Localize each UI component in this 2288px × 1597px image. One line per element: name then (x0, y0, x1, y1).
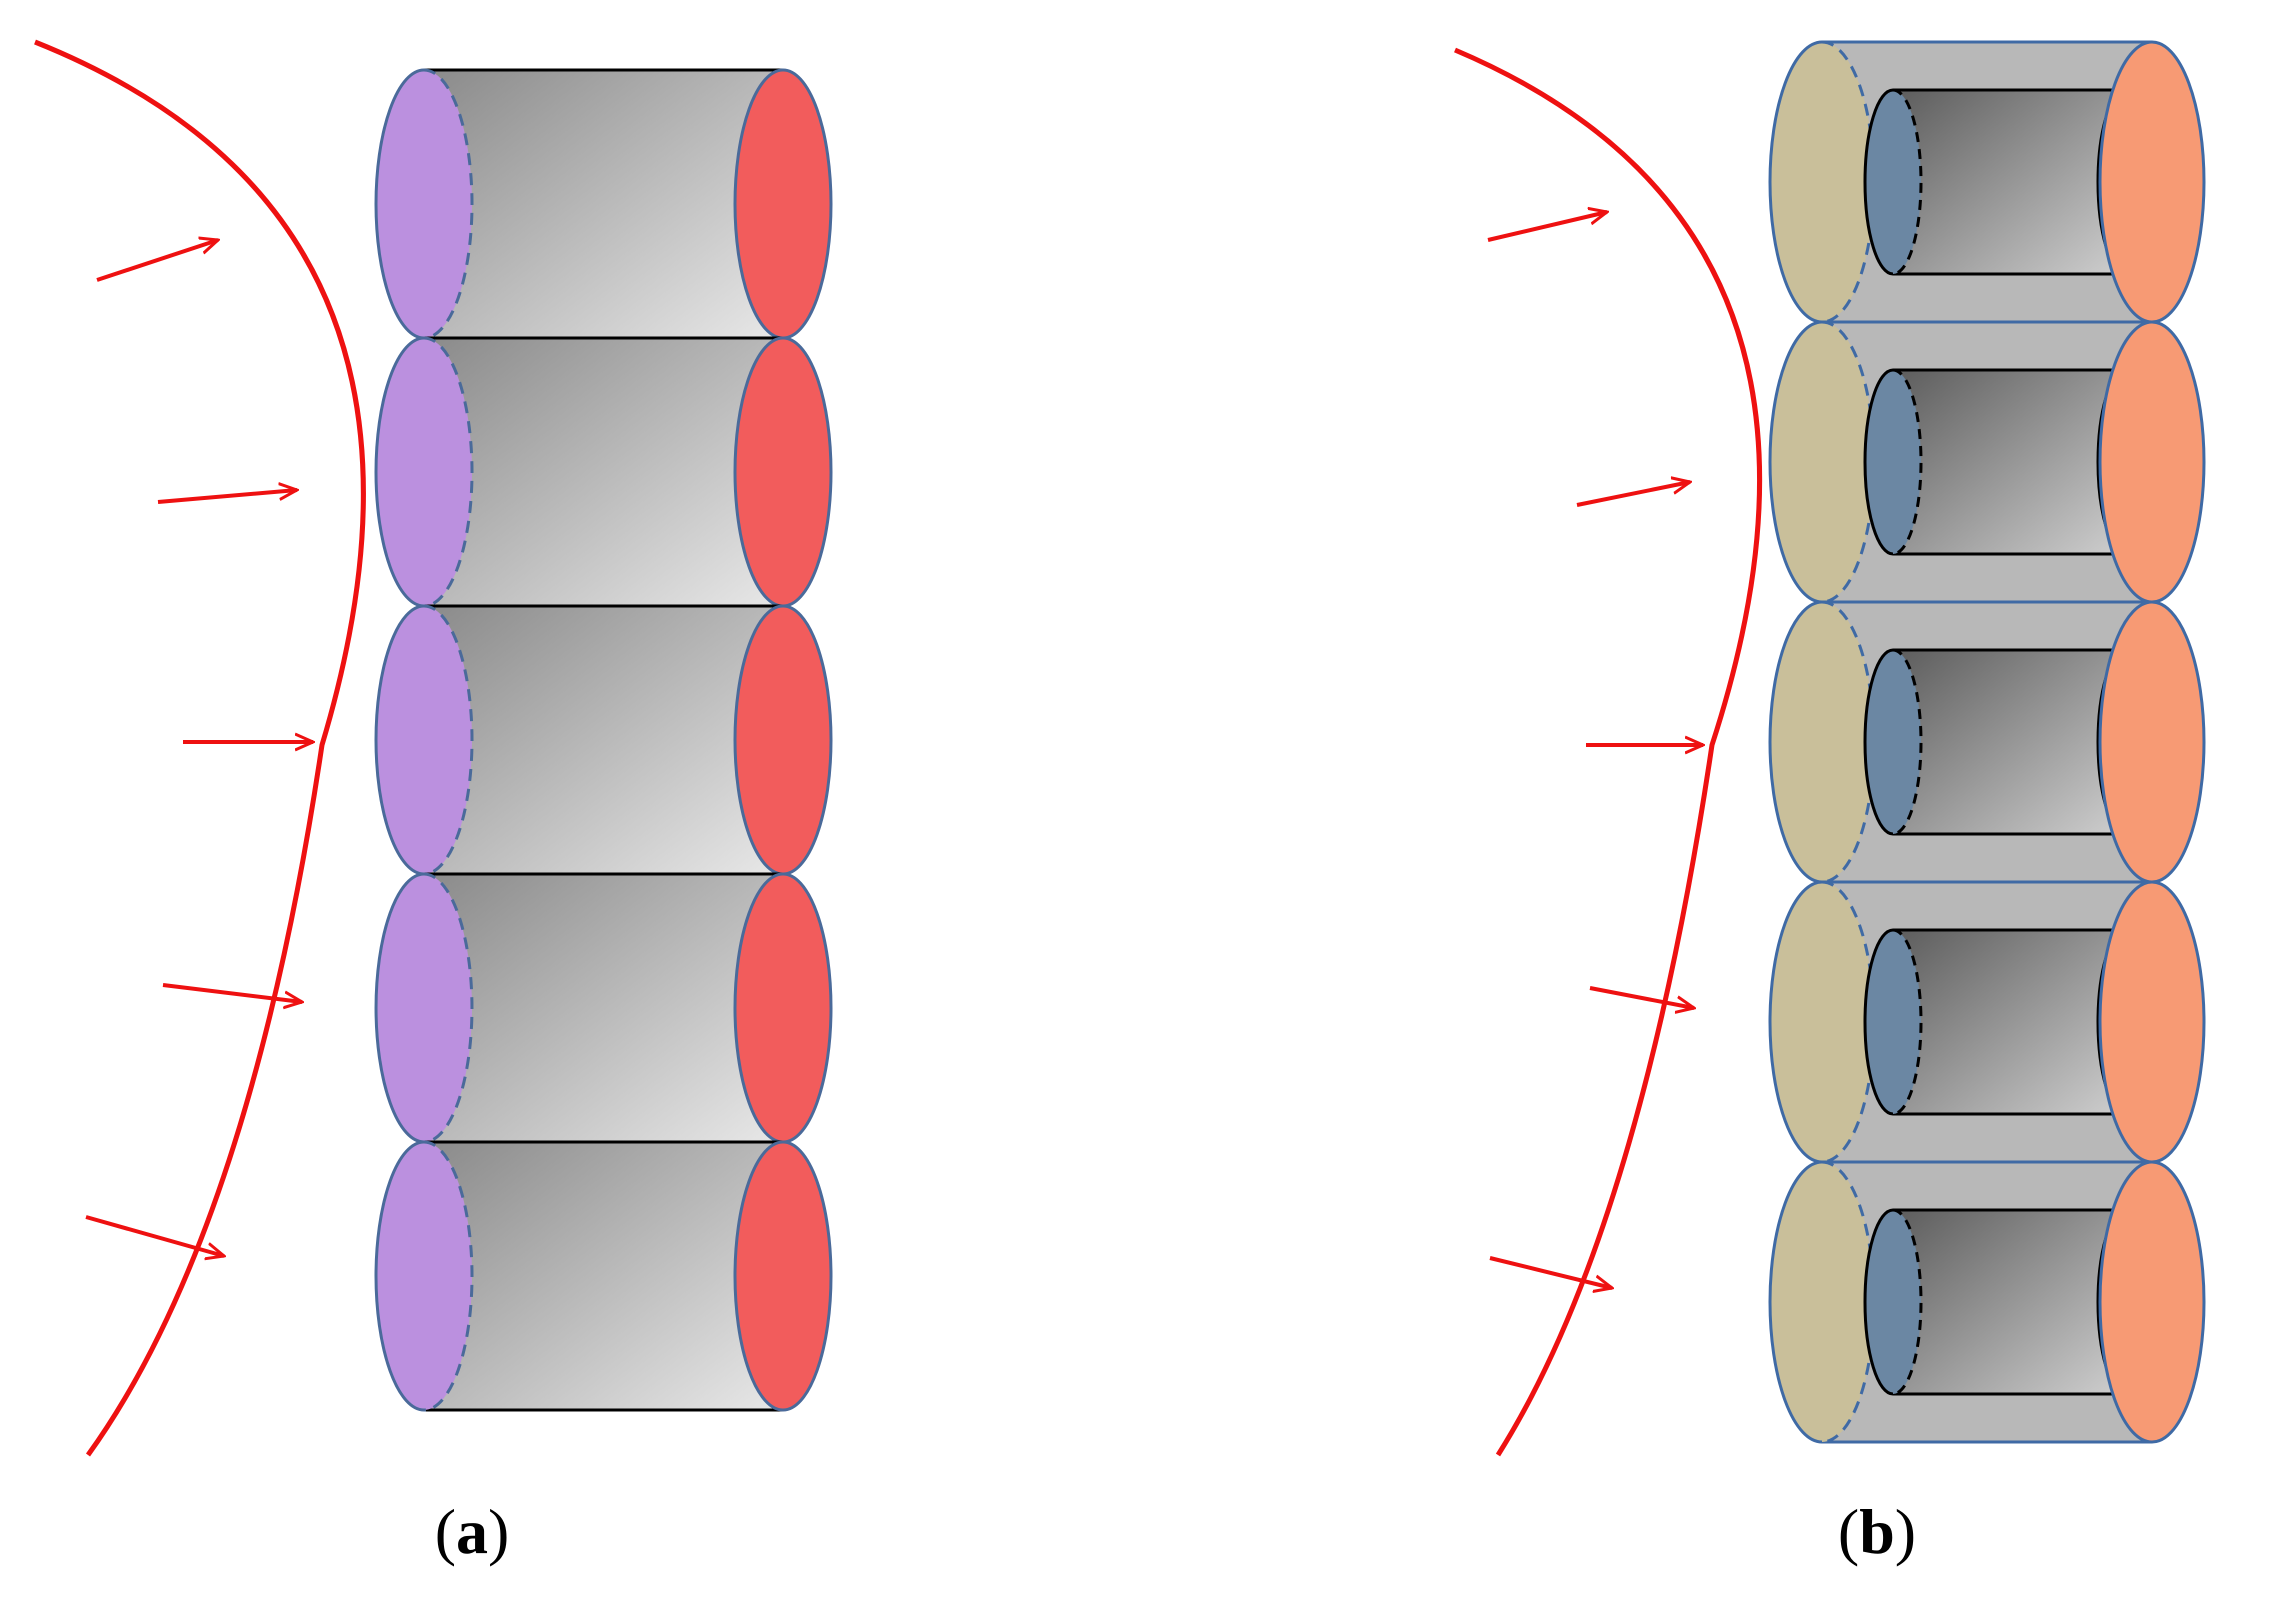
left-face-edge (374, 68, 425, 340)
cylinder-stack-a (374, 68, 833, 1412)
cylinder-a-4 (374, 872, 833, 1144)
panel-b: (b) (1454, 40, 2206, 1567)
cylinder-b-5 (1768, 1160, 2206, 1444)
inner-left-edge (1863, 88, 1894, 276)
outer-left-face (1770, 42, 1874, 322)
cylinder-a-1 (374, 68, 833, 340)
cylinder-right-face (733, 604, 833, 876)
incident-arrow-b-5 (1489, 1256, 1612, 1288)
inner-cylinder-body (1893, 930, 2126, 1114)
outer-left-face (1770, 882, 1874, 1162)
outer-left-edge (1768, 40, 1823, 324)
outer-right-face (2098, 1160, 2206, 1444)
cylinder-b-2 (1768, 320, 2206, 604)
incident-arrow-a-5 (85, 1215, 224, 1256)
left-face-edge (374, 604, 425, 876)
outer-left-hidden-edge (1821, 600, 1876, 884)
inner-left-face (1865, 930, 1921, 1114)
left-face-hidden-edge (423, 1140, 474, 1412)
incident-arrow-b-2 (1576, 482, 1690, 507)
inner-left-edge (1863, 928, 1894, 1116)
left-face-hidden-edge (423, 872, 474, 1144)
cylinder-a-3 (374, 604, 833, 876)
cylinder-b-4 (1768, 880, 2206, 1164)
inner-left-face (1865, 650, 1921, 834)
wavefront-b (1454, 47, 1763, 1457)
left-face-edge (374, 1140, 425, 1412)
inner-left-edge (1863, 648, 1894, 836)
cylinder-body (424, 874, 783, 1142)
cylinder-body (424, 338, 783, 606)
outer-left-face (1770, 1162, 1874, 1442)
inner-cylinder-body (1893, 90, 2126, 274)
inner-cylinder-body (1893, 370, 2126, 554)
outer-left-hidden-edge (1821, 40, 1876, 324)
cylinder-right-face (733, 872, 833, 1144)
outer-left-face (1770, 322, 1874, 602)
inner-cylinder-body (1893, 1210, 2126, 1394)
outer-left-hidden-edge (1821, 880, 1876, 1164)
cylinder-right-face (733, 68, 833, 340)
inner-left-face (1865, 370, 1921, 554)
inner-left-face (1865, 1210, 1921, 1394)
cylinder-left-face (376, 70, 472, 338)
inner-left-face (1865, 90, 1921, 274)
cylinder-right-face (733, 336, 833, 608)
left-face-hidden-edge (423, 336, 474, 608)
incident-arrow-b-1 (1487, 212, 1607, 242)
inner-cylinder-body (1893, 650, 2126, 834)
outer-left-edge (1768, 880, 1823, 1164)
cylinder-body (424, 70, 783, 338)
panel-a: (a) (34, 39, 833, 1567)
cylinder-b-1 (1768, 40, 2206, 324)
cylinder-left-face (376, 606, 472, 874)
cylinder-body (424, 1142, 783, 1410)
incident-arrow-a-2 (157, 490, 297, 504)
cylinder-body (424, 606, 783, 874)
wavefront-a (34, 39, 366, 1457)
inner-left-edge (1863, 368, 1894, 556)
incident-arrow-a-1 (96, 240, 218, 282)
outer-left-hidden-edge (1821, 1160, 1876, 1444)
left-face-hidden-edge (423, 68, 474, 340)
cylinder-b-3 (1768, 600, 2206, 884)
cylinder-left-face (376, 338, 472, 606)
cylinder-a-2 (374, 336, 833, 608)
cylinder-stack-b (1768, 40, 2206, 1444)
left-face-hidden-edge (423, 604, 474, 876)
outer-left-hidden-edge (1821, 320, 1876, 604)
outer-right-face (2098, 40, 2206, 324)
cylinder-right-face (733, 1140, 833, 1412)
incident-arrow-a-4 (162, 983, 302, 1002)
cylinder-left-face (376, 1142, 472, 1410)
left-face-edge (374, 336, 425, 608)
outer-right-face (2098, 320, 2206, 604)
panel-label-a: (a) (435, 1496, 510, 1567)
outer-left-edge (1768, 1160, 1823, 1444)
outer-left-edge (1768, 600, 1823, 884)
outer-left-face (1770, 602, 1874, 882)
outer-left-edge (1768, 320, 1823, 604)
outer-right-face (2098, 880, 2206, 1164)
cylinder-a-5 (374, 1140, 833, 1412)
cylinder-left-face (376, 874, 472, 1142)
panel-label-b: (b) (1838, 1496, 1916, 1567)
outer-right-face (2098, 600, 2206, 884)
left-face-edge (374, 872, 425, 1144)
incident-arrow-b-4 (1589, 986, 1694, 1008)
inner-left-edge (1863, 1208, 1894, 1396)
